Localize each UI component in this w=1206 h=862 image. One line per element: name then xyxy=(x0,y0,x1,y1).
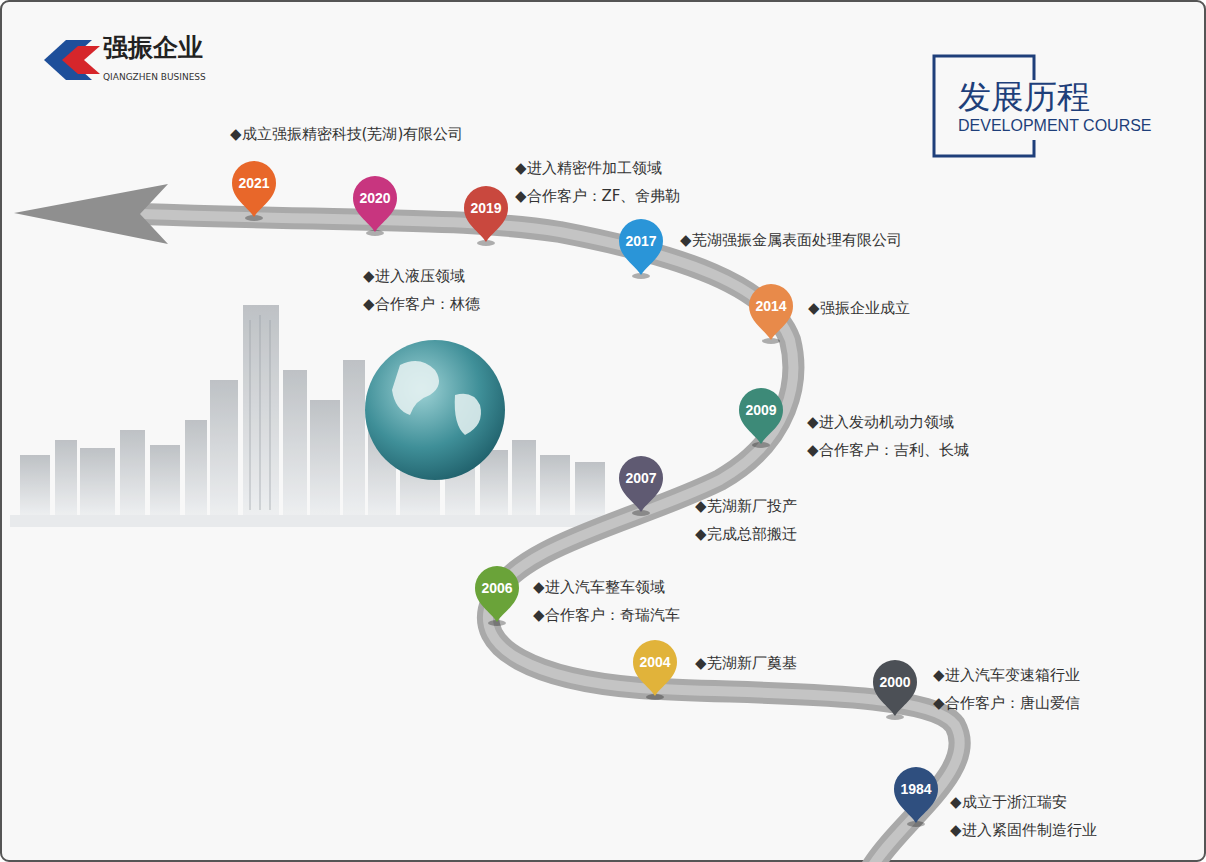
title-subtext: DEVELOPMENT COURSE xyxy=(958,116,1152,136)
milestone-note: ◆进入汽车变速箱行业 xyxy=(933,665,1080,685)
pin-shape xyxy=(747,284,795,346)
logo-name: 强振企业 xyxy=(103,33,203,63)
year-pin: 2006 xyxy=(473,566,521,628)
milestone-note: ◆合作客户：林德 xyxy=(363,294,480,314)
milestone-note: ◆进入发动机动力领域 xyxy=(807,412,954,432)
pin-shape xyxy=(473,566,521,628)
pin-shape xyxy=(871,660,919,722)
milestone-note: ◆芜湖新厂奠基 xyxy=(695,653,797,673)
globe-land xyxy=(392,361,481,435)
globe xyxy=(365,340,505,480)
pin-shape xyxy=(230,161,278,223)
pin-shape xyxy=(617,456,665,518)
milestone-note: ◆进入液压领域 xyxy=(363,266,465,286)
milestone-note: ◆合作客户：唐山爱信 xyxy=(933,693,1080,713)
year-pin: 2017 xyxy=(617,219,665,281)
year-text: 2006 xyxy=(473,566,521,610)
pin-shape xyxy=(631,640,679,702)
pin-shape xyxy=(462,186,510,248)
milestone-note: ◆成立于浙江瑞安 xyxy=(950,792,1067,812)
milestone-note: ◆完成总部搬迁 xyxy=(695,524,797,544)
pin-shape xyxy=(617,219,665,281)
year-pin: 1984 xyxy=(892,767,940,829)
logo-subname: QIANGZHEN BUSINESS xyxy=(103,71,206,83)
pin-shape xyxy=(892,767,940,829)
milestone-note: ◆合作客户：奇瑞汽车 xyxy=(533,605,680,625)
year-pin: 2019 xyxy=(462,186,510,248)
milestone-note: ◆强振企业成立 xyxy=(808,298,910,318)
year-pin: 2014 xyxy=(747,284,795,346)
city-skyline xyxy=(20,305,605,515)
year-text: 2019 xyxy=(462,186,510,230)
year-pin: 2007 xyxy=(617,456,665,518)
year-text: 2000 xyxy=(871,660,919,704)
year-text: 2004 xyxy=(631,640,679,684)
tower-lines xyxy=(250,315,270,510)
milestone-note: ◆进入汽车整车领域 xyxy=(533,577,665,597)
year-pin: 2000 xyxy=(871,660,919,722)
road-arrowhead xyxy=(14,184,168,244)
pin-shape xyxy=(737,388,785,450)
year-pin: 2021 xyxy=(230,161,278,223)
title-text: 发展历程 xyxy=(958,78,1152,116)
milestone-note: ◆芜湖新厂投产 xyxy=(695,496,797,516)
title-box: 发展历程DEVELOPMENT COURSE xyxy=(958,78,1152,136)
milestone-note: ◆合作客户：吉利、长城 xyxy=(807,440,969,460)
milestone-note: ◆成立强振精密科技(芜湖)有限公司 xyxy=(230,124,463,144)
logo-icon xyxy=(44,40,100,80)
year-text: 2020 xyxy=(351,176,399,220)
road-highlight xyxy=(140,214,960,862)
year-pin: 2020 xyxy=(351,176,399,238)
milestone-note: ◆进入紧固件制造行业 xyxy=(950,820,1097,840)
year-text: 2021 xyxy=(230,161,278,205)
year-pin: 2004 xyxy=(631,640,679,702)
year-text: 2009 xyxy=(737,388,785,432)
year-text: 2017 xyxy=(617,219,665,263)
milestone-note: ◆芜湖强振金属表面处理有限公司 xyxy=(680,230,902,250)
milestone-note: ◆进入精密件加工领域 xyxy=(515,158,662,178)
year-pin: 2009 xyxy=(737,388,785,450)
reflection xyxy=(10,515,620,527)
milestone-note: ◆合作客户：ZF、舍弗勒 xyxy=(515,186,680,206)
year-text: 1984 xyxy=(892,767,940,811)
pin-shape xyxy=(351,176,399,238)
road xyxy=(140,214,960,862)
year-text: 2014 xyxy=(747,284,795,328)
year-text: 2007 xyxy=(617,456,665,500)
